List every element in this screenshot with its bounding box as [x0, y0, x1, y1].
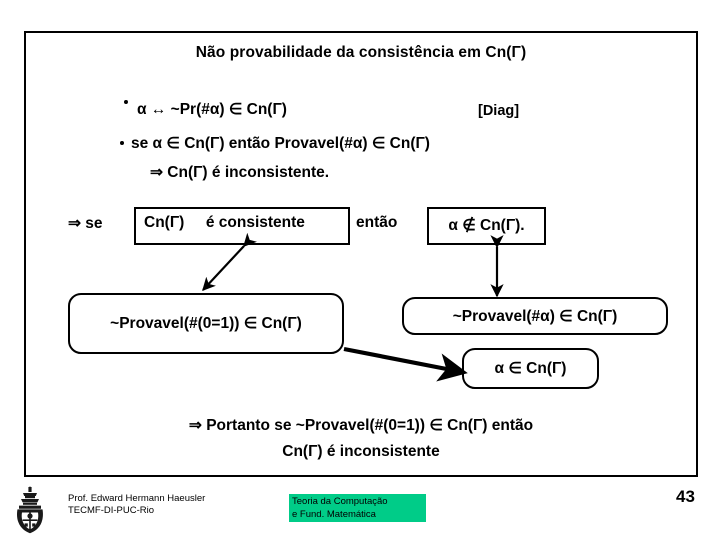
- puc-rio-crest-logo: [17, 486, 43, 534]
- footer-subject-line-2: e Fund. Matemática: [292, 509, 376, 520]
- diag-annotation: [Diag]: [478, 103, 520, 119]
- box-cn-consistente: Cn(Γ) é consistente: [134, 207, 350, 245]
- bullet-line-2: se α ∈ Cn(Γ) então Provavel(#α) ∈ Cn(Γ): [131, 135, 430, 152]
- implication-connector: então: [356, 214, 398, 231]
- footer-subject-badge: Teoria da Computação e Fund. Matemática: [289, 494, 426, 522]
- footer-author-name: Prof. Edward Hermann Haeusler: [68, 493, 206, 504]
- conclusion-line-1: ⇒ Portanto se ~Provavel(#(0=1)) ∈ Cn(Γ) …: [188, 417, 534, 434]
- page-title: Não provabilidade da consistência em Cn(…: [195, 44, 527, 61]
- conclusion-line-2: Cn(Γ) é inconsistente: [282, 443, 440, 460]
- bullet-dot-icon: [124, 100, 128, 104]
- footer-author: Prof. Edward Hermann Haeusler TECMF-DI-P…: [68, 493, 205, 517]
- footer-author-affiliation: TECMF-DI-PUC-Rio: [68, 505, 155, 516]
- box-nao-provavel-alpha: ~Provavel(#α) ∈ Cn(Γ): [402, 297, 668, 335]
- box-nao-provavel-zero-igual-um: ~Provavel(#(0=1)) ∈ Cn(Γ): [68, 293, 344, 354]
- box-cn-label: Cn(Γ): [144, 214, 185, 231]
- sub-conclusion-line: ⇒ Cn(Γ) é inconsistente.: [150, 164, 330, 181]
- bullet-line-1: α ↔ ~Pr(#α) ∈ Cn(Γ): [137, 101, 287, 118]
- implication-prefix: ⇒ se: [68, 215, 103, 232]
- footer-subject-line-1: Teoria da Computação: [292, 496, 388, 507]
- box-consistente-label: é consistente: [205, 214, 305, 231]
- box-alpha-in-cn: α ∈ Cn(Γ): [462, 348, 599, 389]
- page-number: 43: [676, 487, 695, 506]
- box-alpha-not-in-cn: α ∉ Cn(Γ).: [427, 207, 546, 245]
- bullet-dot-icon: [120, 141, 124, 145]
- slide-content-frame: [24, 31, 698, 477]
